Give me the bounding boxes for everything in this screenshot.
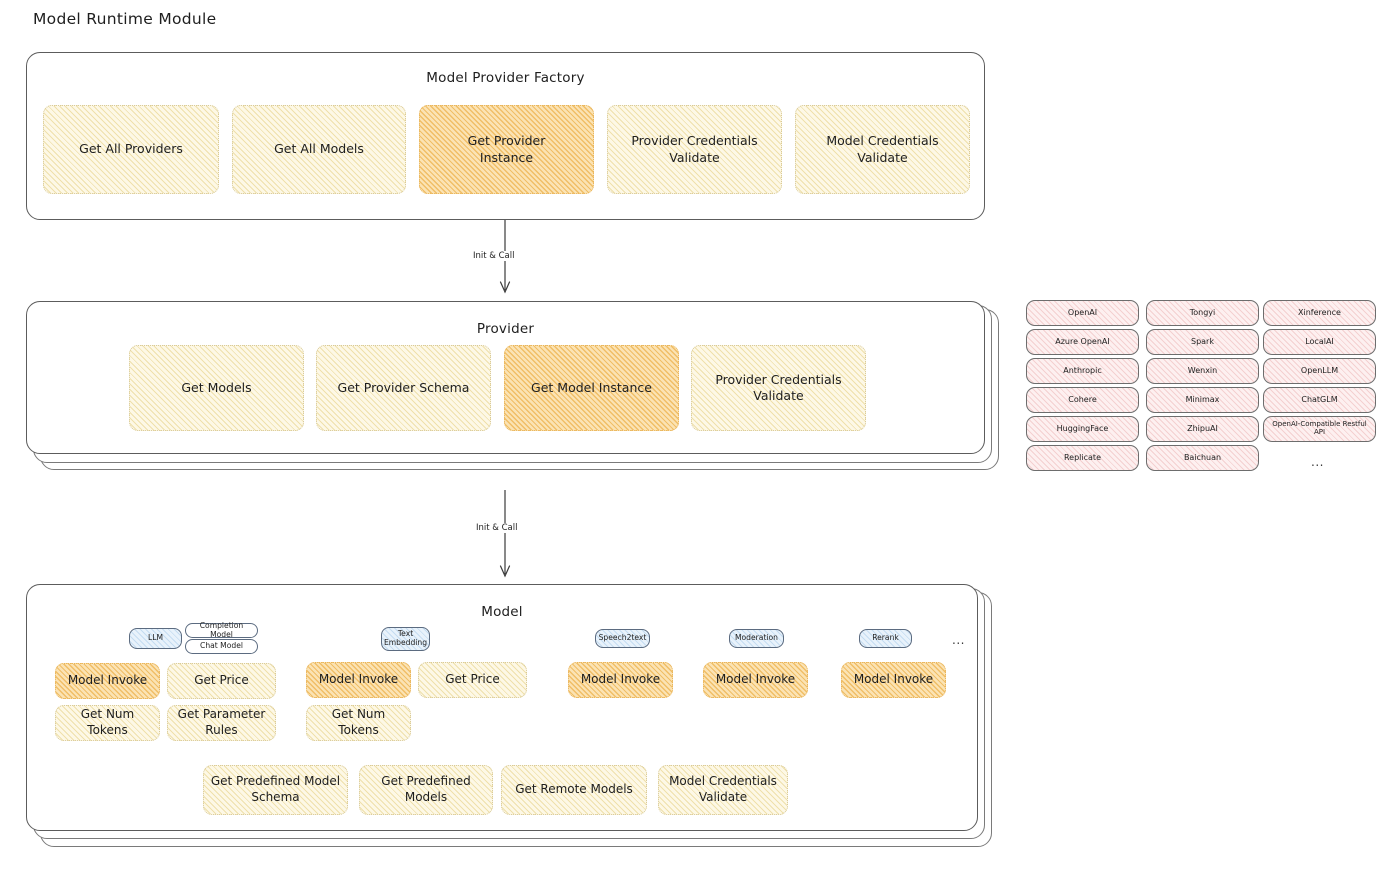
text-embedding-node-get-num-tokens[interactable]: Get Num Tokens [306,705,411,741]
arrow-label-init-and-call-2: Init & Call [473,523,521,533]
factory-node-model-credentials-validate[interactable]: Model Credentials Validate [795,105,970,194]
llm-node-get-num-tokens[interactable]: Get Num Tokens [55,705,160,741]
llm-node-model-invoke[interactable]: Model Invoke [55,663,160,699]
provider-chip-zhipuai[interactable]: ZhipuAI [1146,416,1259,442]
provider-chip-cohere[interactable]: Cohere [1026,387,1139,413]
llm-node-get-parameter-rules[interactable]: Get Parameter Rules [167,705,276,741]
provider-chip-huggingface[interactable]: HuggingFace [1026,416,1139,442]
page-title: Model Runtime Module [33,10,217,28]
model-type-badge-speech2text[interactable]: Speech2text [595,629,650,648]
model-subtype-badge-chat-model[interactable]: Chat Model [185,639,258,654]
provider-title: Provider [476,321,535,337]
model-shared-node-get-predefined-models[interactable]: Get Predefined Models [359,765,493,815]
provider-chip-xinference[interactable]: Xinference [1263,300,1376,326]
model-shared-node-get-remote-models[interactable]: Get Remote Models [501,765,647,815]
provider-chip-tongyi[interactable]: Tongyi [1146,300,1259,326]
factory-node-get-provider-instance[interactable]: Get Provider Instance [419,105,594,194]
model-type-badge-llm[interactable]: LLM [129,628,182,649]
provider-chip-wenxin[interactable]: Wenxin [1146,358,1259,384]
speech2text-node-model-invoke[interactable]: Model Invoke [568,662,673,698]
model-type-badge-text-embedding[interactable]: Text Embedding [381,627,430,651]
model-types-more-ellipsis: ... [952,633,965,647]
provider-chip-baichuan[interactable]: Baichuan [1146,445,1259,471]
factory-node-get-all-models[interactable]: Get All Models [232,105,406,194]
provider-chip-openai[interactable]: OpenAI [1026,300,1139,326]
text-embedding-node-model-invoke[interactable]: Model Invoke [306,662,411,698]
moderation-node-model-invoke[interactable]: Model Invoke [703,662,808,698]
provider-list-more-ellipsis: ... [1311,455,1324,469]
model-type-badge-rerank[interactable]: Rerank [859,629,912,648]
provider-chip-anthropic[interactable]: Anthropic [1026,358,1139,384]
provider-chip-spark[interactable]: Spark [1146,329,1259,355]
provider-node-provider-credentials-validate[interactable]: Provider Credentials Validate [691,345,866,431]
rerank-node-model-invoke[interactable]: Model Invoke [841,662,946,698]
provider-node-get-provider-schema[interactable]: Get Provider Schema [316,345,491,431]
arrow-down-icon [499,490,511,578]
model-shared-node-get-predefined-model-schema[interactable]: Get Predefined Model Schema [203,765,348,815]
llm-node-get-price[interactable]: Get Price [167,663,276,699]
model-type-badge-moderation[interactable]: Moderation [729,629,784,648]
provider-chip-openllm[interactable]: OpenLLM [1263,358,1376,384]
provider-chip-minimax[interactable]: Minimax [1146,387,1259,413]
provider-chip-chatglm[interactable]: ChatGLM [1263,387,1376,413]
text-embedding-node-get-price[interactable]: Get Price [418,662,527,698]
provider-chip-replicate[interactable]: Replicate [1026,445,1139,471]
provider-chip-localai[interactable]: LocalAI [1263,329,1376,355]
model-subtype-badge-completion-model[interactable]: Completion Model [185,621,258,638]
provider-node-get-models[interactable]: Get Models [129,345,304,431]
provider-chip-openai-compatible-restful-api[interactable]: OpenAI-Compatible Restful API [1263,416,1376,442]
arrow-label-init-and-call-1: Init & Call [470,251,518,261]
provider-node-get-model-instance[interactable]: Get Model Instance [504,345,679,431]
arrow-provider-to-model [494,490,516,584]
provider-chip-azure-openai[interactable]: Azure OpenAI [1026,329,1139,355]
factory-node-provider-credentials-validate[interactable]: Provider Credentials Validate [607,105,782,194]
model-title: Model [481,604,523,620]
model-provider-factory-title: Model Provider Factory [426,70,585,86]
factory-node-get-all-providers[interactable]: Get All Providers [43,105,219,194]
model-shared-node-model-credentials-validate[interactable]: Model Credentials Validate [658,765,788,815]
